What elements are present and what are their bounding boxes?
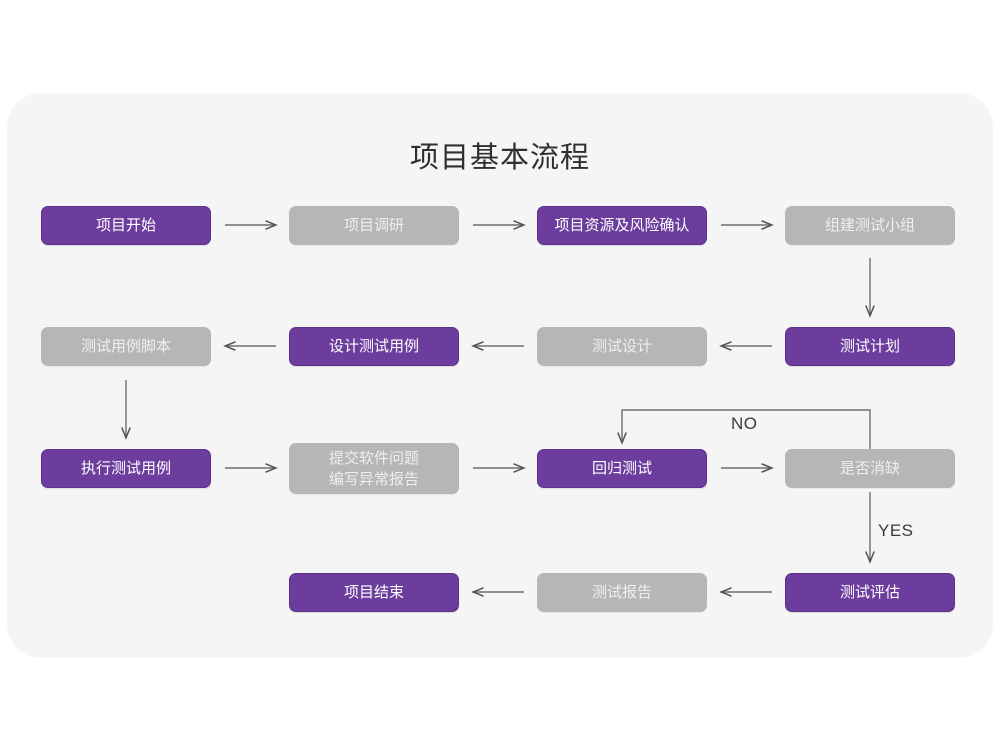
node-submit-defect-report[interactable]: 提交软件问题 编写异常报告 <box>289 443 459 494</box>
node-project-end[interactable]: 项目结束 <box>289 573 459 612</box>
page-title: 项目基本流程 <box>409 142 590 174</box>
node-resource-risk-confirm[interactable]: 项目资源及风险确认 <box>537 206 707 245</box>
node-test-evaluation[interactable]: 测试评估 <box>785 573 955 612</box>
node-test-design[interactable]: 测试设计 <box>537 327 707 366</box>
node-test-case-script[interactable]: 测试用例脚本 <box>41 327 211 366</box>
node-project-start[interactable]: 项目开始 <box>41 206 211 245</box>
node-design-test-cases[interactable]: 设计测试用例 <box>289 327 459 366</box>
flowchart-panel <box>7 93 993 658</box>
node-execute-test-cases[interactable]: 执行测试用例 <box>41 449 211 488</box>
node-test-plan[interactable]: 测试计划 <box>785 327 955 366</box>
edge-label-no: NO <box>731 414 758 433</box>
node-project-research[interactable]: 项目调研 <box>289 206 459 245</box>
node-regression-test[interactable]: 回归测试 <box>537 449 707 488</box>
node-test-report[interactable]: 测试报告 <box>537 573 707 612</box>
edge-label-yes: YES <box>878 521 914 540</box>
node-defect-resolved-decision[interactable]: 是否消缺 <box>785 449 955 488</box>
node-form-test-team[interactable]: 组建测试小组 <box>785 206 955 245</box>
